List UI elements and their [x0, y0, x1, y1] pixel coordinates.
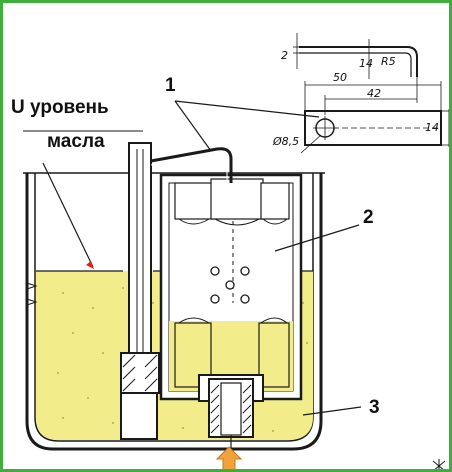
- leader-2: [274, 224, 360, 252]
- dim-bend-height: 14: [359, 57, 373, 70]
- filter-elements: [174, 178, 290, 388]
- leader-3: [302, 406, 362, 416]
- callout-2: 2: [363, 207, 374, 228]
- dim-width: 14: [425, 121, 439, 134]
- bracket-detail: [293, 33, 449, 154]
- dim-thickness: 2: [281, 49, 288, 62]
- oil-filter-drawing: [23, 33, 449, 469]
- level-prefix: U: [11, 97, 25, 118]
- level-annotation: U уровень: [11, 97, 109, 119]
- filter-holes: [210, 266, 250, 304]
- level-leader: [42, 162, 94, 268]
- level-marker: [86, 261, 94, 269]
- dim-hole-to-bend: 42: [367, 87, 381, 100]
- dim-hole-diameter: Ø8,5: [273, 135, 300, 148]
- callout-1: 1: [165, 75, 176, 96]
- container-outline: [25, 173, 323, 451]
- flow-arrow-icon: [215, 446, 243, 469]
- leader-1b: [174, 100, 320, 118]
- container-inner-wall: [34, 173, 314, 442]
- fitting-hatch: [210, 384, 252, 434]
- dim-overall-length: 50: [333, 71, 347, 84]
- corner-mark-icon: [432, 459, 446, 469]
- leader-1a: [174, 100, 212, 152]
- dim-radius: R5: [381, 55, 396, 68]
- standpipe-base: [120, 392, 158, 440]
- level-text-1: уровень: [30, 97, 109, 118]
- bracket-rod: [150, 147, 233, 183]
- callout-3: 3: [369, 397, 380, 418]
- level-text-2: масла: [47, 131, 105, 152]
